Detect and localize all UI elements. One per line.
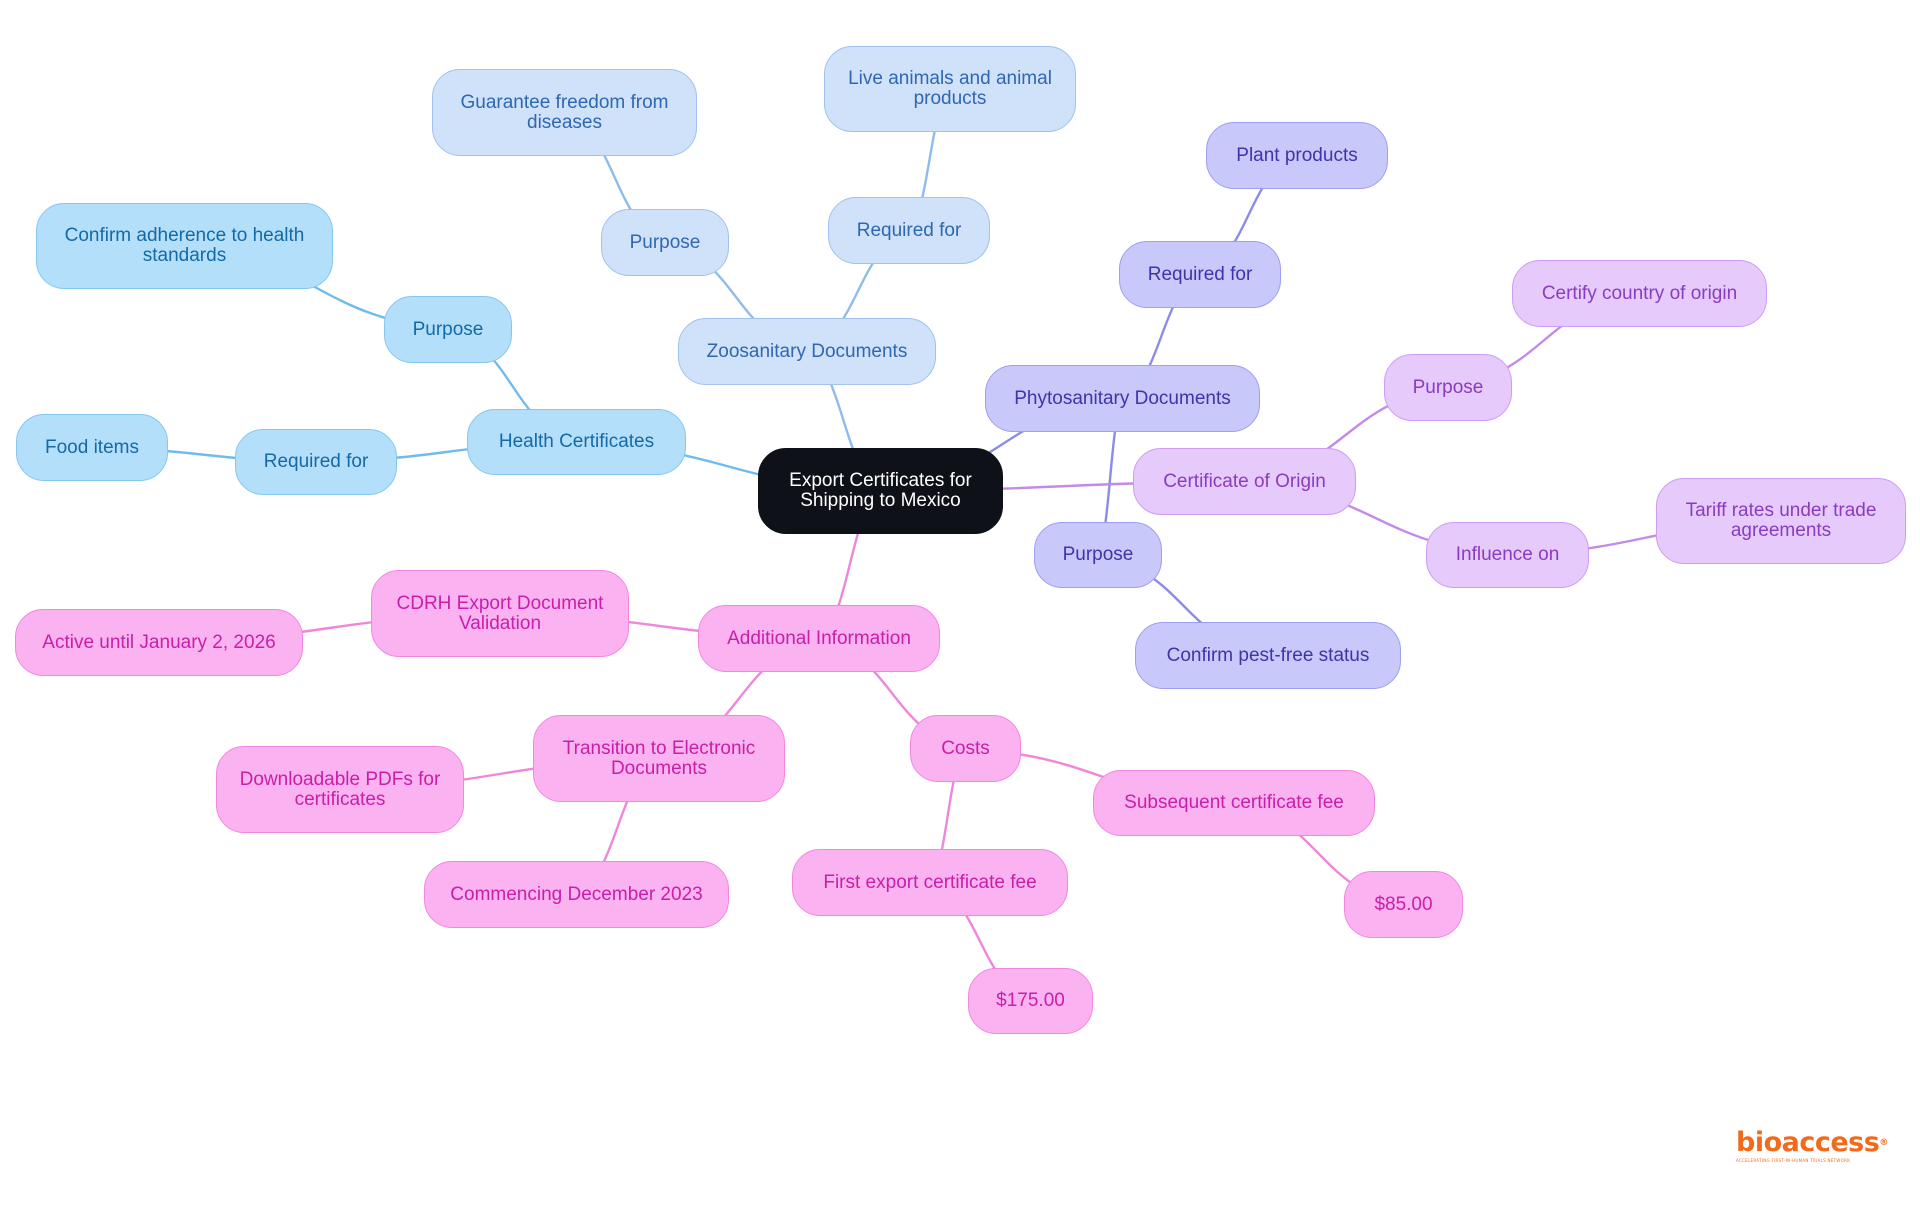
node-label: Confirm adherence to health standards bbox=[64, 225, 305, 266]
branch-additional-information: Additional Information bbox=[698, 605, 940, 672]
node-first-certificate-fee-value: $175.00 bbox=[968, 968, 1093, 1034]
node-label: Phytosanitary Documents bbox=[1014, 387, 1231, 409]
logo-tagline: ACCELERATING FIRST-IN-HUMAN TRIALS NETWO… bbox=[1736, 1158, 1851, 1163]
node-label: Commencing December 2023 bbox=[450, 883, 703, 905]
node-label: Subsequent certificate fee bbox=[1124, 792, 1344, 813]
node-origin-influence-value: Tariff rates under trade agreements bbox=[1656, 478, 1906, 564]
branch-certificate-of-origin: Certificate of Origin bbox=[1133, 448, 1356, 515]
branch-health-certificates: Health Certificates bbox=[467, 409, 686, 475]
node-label: Active until January 2, 2026 bbox=[42, 631, 276, 653]
node-label: Transition to Electronic Documents bbox=[562, 737, 756, 779]
node-first-certificate-fee: First export certificate fee bbox=[792, 849, 1068, 916]
node-label: Influence on bbox=[1455, 544, 1560, 565]
logo-wordmark: bioaccess® bbox=[1736, 1127, 1888, 1158]
node-label: Purpose bbox=[1412, 376, 1484, 398]
node-zoo-required-value: Live animals and animal products bbox=[824, 46, 1076, 132]
node-origin-purpose: Purpose bbox=[1384, 354, 1512, 421]
node-label: Live animals and animal products bbox=[848, 68, 1052, 109]
node-label: Downloadable PDFs for certificates bbox=[239, 768, 441, 810]
node-health-required-for: Required for bbox=[235, 429, 397, 495]
node-label: Certificate of Origin bbox=[1163, 470, 1326, 492]
node-costs: Costs bbox=[910, 715, 1021, 782]
node-label: Zoosanitary Documents bbox=[706, 340, 908, 362]
node-label: Required for bbox=[263, 451, 369, 472]
node-label: Food items bbox=[45, 436, 139, 458]
node-label: Purpose bbox=[1062, 544, 1134, 565]
node-label: CDRH Export Document Validation bbox=[396, 592, 604, 634]
branch-zoosanitary-documents: Zoosanitary Documents bbox=[678, 318, 936, 385]
node-transition-commencing: Commencing December 2023 bbox=[424, 861, 729, 928]
node-subsequent-certificate-fee: Subsequent certificate fee bbox=[1093, 770, 1375, 836]
node-phyto-purpose-value: Confirm pest-free status bbox=[1135, 622, 1401, 689]
node-label: Health Certificates bbox=[498, 431, 655, 452]
node-label: $175.00 bbox=[996, 990, 1065, 1011]
node-label: Certify country of origin bbox=[1541, 282, 1738, 304]
node-cdrh-validation-value: Active until January 2, 2026 bbox=[15, 609, 303, 676]
node-subsequent-certificate-fee-value: $85.00 bbox=[1344, 871, 1463, 938]
node-label: Tariff rates under trade agreements bbox=[1685, 500, 1877, 541]
node-cdrh-validation: CDRH Export Document Validation bbox=[371, 570, 629, 657]
node-zoo-purpose: Purpose bbox=[601, 209, 729, 276]
node-transition-pdfs: Downloadable PDFs for certificates bbox=[216, 746, 464, 833]
node-label: Costs bbox=[941, 737, 990, 759]
node-phyto-purpose: Purpose bbox=[1034, 522, 1162, 588]
node-health-purpose-value: Confirm adherence to health standards bbox=[36, 203, 333, 289]
root-node: Export Certificates for Shipping to Mexi… bbox=[758, 448, 1003, 534]
node-label: Additional Information bbox=[727, 627, 911, 649]
node-zoo-required-for: Required for bbox=[828, 197, 990, 264]
logo-text: bioaccess bbox=[1736, 1127, 1880, 1158]
node-transition-electronic: Transition to Electronic Documents bbox=[533, 715, 785, 802]
node-label: Required for bbox=[1147, 263, 1253, 285]
node-label: Required for bbox=[856, 219, 962, 241]
node-label: Plant products bbox=[1236, 144, 1358, 166]
bioaccess-logo: bioaccess® ACCELERATING FIRST-IN-HUMAN T… bbox=[1736, 1127, 1888, 1168]
node-phyto-required-value: Plant products bbox=[1206, 122, 1388, 189]
node-label: Confirm pest-free status bbox=[1166, 644, 1370, 666]
branch-phytosanitary-documents: Phytosanitary Documents bbox=[985, 365, 1260, 432]
node-health-required-value: Food items bbox=[16, 414, 168, 481]
node-label: Guarantee freedom from diseases bbox=[460, 91, 669, 133]
node-health-purpose: Purpose bbox=[384, 296, 512, 363]
node-label: Purpose bbox=[412, 318, 484, 340]
node-phyto-required-for: Required for bbox=[1119, 241, 1281, 308]
node-label: First export certificate fee bbox=[823, 871, 1037, 893]
logo-registered-mark: ® bbox=[1879, 1138, 1888, 1148]
node-zoo-purpose-value: Guarantee freedom from diseases bbox=[432, 69, 697, 156]
node-label: $85.00 bbox=[1374, 893, 1433, 915]
node-origin-influence-on: Influence on bbox=[1426, 522, 1589, 588]
node-label: Purpose bbox=[629, 231, 701, 253]
node-origin-purpose-value: Certify country of origin bbox=[1512, 260, 1767, 327]
root-node-label: Export Certificates for Shipping to Mexi… bbox=[789, 470, 972, 511]
